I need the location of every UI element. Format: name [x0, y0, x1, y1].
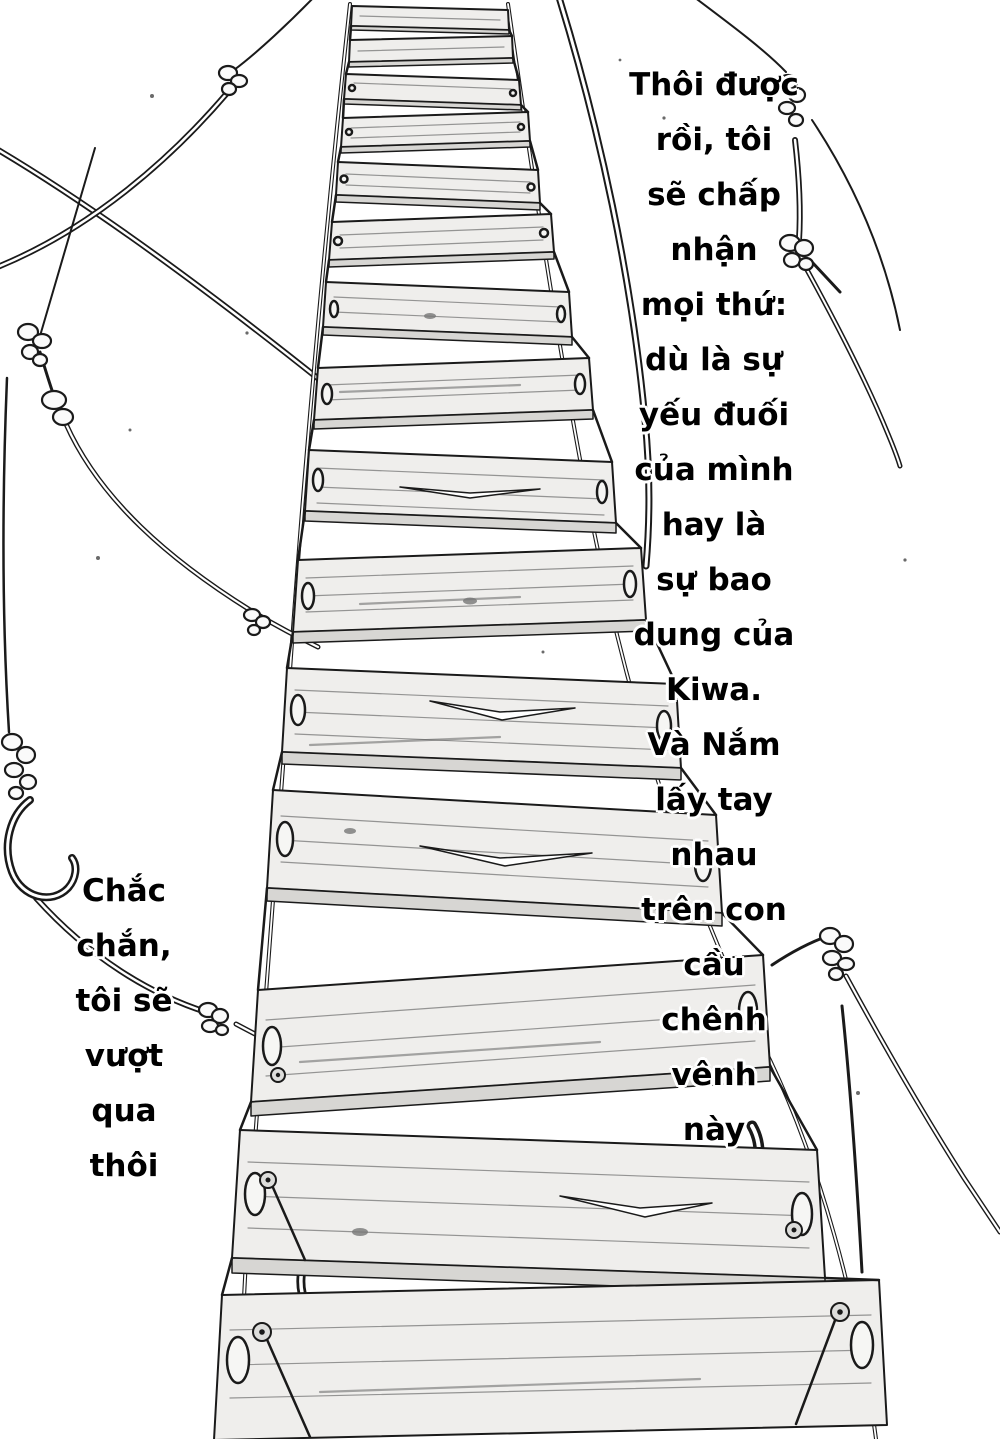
dialogue-line: qua [91, 1093, 157, 1129]
dialogue-line: sẽ chấp [647, 177, 781, 213]
dialogue-line: Kiwa. [666, 672, 762, 708]
dialogue-line: Và Nắm [647, 727, 781, 763]
dialogue-line: rồi, tôi [655, 122, 773, 158]
dialogue-line: cầu [683, 947, 745, 983]
plank-bolts [252, 1067, 850, 1439]
plank-layer [213, 5, 888, 1439]
dialogue-line: sự bao [656, 562, 772, 598]
dialogue-line: yếu đuối [638, 397, 790, 433]
rope-hook [3, 796, 80, 902]
dialogue-line: của mình [634, 452, 794, 488]
dialogue-line: lấy tay [655, 782, 773, 818]
dialogue-line: tôi sẽ [75, 983, 173, 1019]
dialogue-line: Thôi được [629, 67, 799, 103]
dialogue-line: vênh [671, 1057, 757, 1093]
dialogue-line: mọi thứ: [640, 287, 788, 323]
dialogue-line: hay là [661, 507, 767, 543]
dialogue-line: Chắc [81, 873, 167, 909]
hanger-ropes [220, 24, 881, 1297]
dialogue-line: dung của [633, 617, 795, 653]
wood-grain [229, 15, 872, 1399]
dialogue-line: vượt [84, 1038, 164, 1074]
dialogue-left: Chắc chắn, tôi sẽ vượt qua thôi [40, 864, 208, 1194]
dialogue-line: dù là sự [645, 342, 783, 378]
dialogue-line: nhận [670, 232, 758, 268]
dialogue-line: chênh [661, 1002, 767, 1038]
plank-end-loops [225, 83, 875, 1385]
rope-knots [0, 64, 856, 1037]
dialogue-line: này [682, 1112, 746, 1148]
dialogue-line: thôi [89, 1148, 159, 1184]
dialogue-line: nhau [670, 837, 758, 873]
dialogue-line: trên con [641, 892, 787, 928]
dialogue-line: chắn, [76, 928, 172, 964]
dialogue-right: Thôi được rồi, tôi sẽ chấp nhận mọi thứ:… [600, 58, 828, 1158]
